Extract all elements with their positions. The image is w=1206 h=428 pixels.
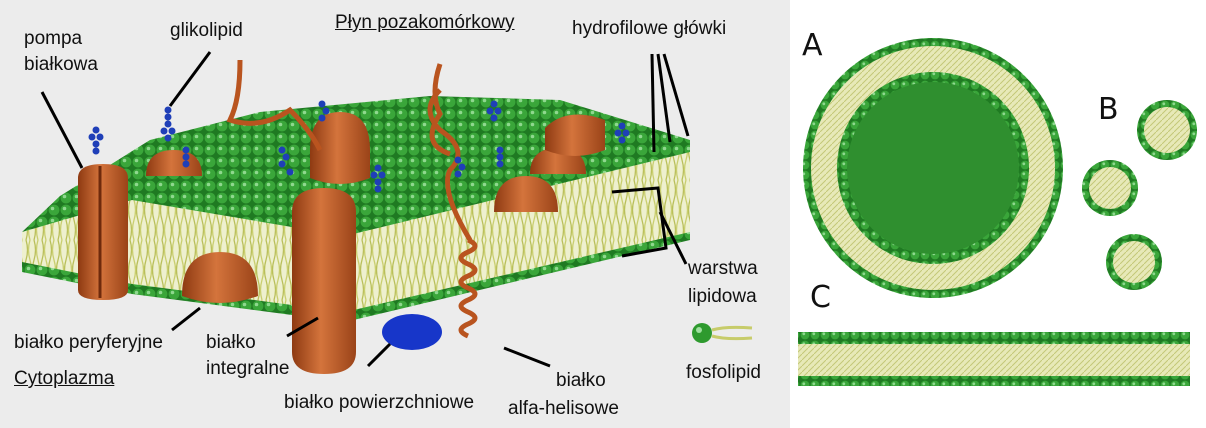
- label-hydrophilic-heads: hydrofilowe główki: [572, 18, 726, 40]
- protein-pump: [78, 164, 128, 300]
- vesicle-illustration: [790, 0, 1206, 428]
- label-pump-2: białkowa: [24, 54, 98, 76]
- micelle-2: [1082, 160, 1138, 216]
- label-surface-protein: białko powierzchniowe: [284, 392, 474, 414]
- label-pump: pompa: [24, 28, 82, 50]
- protein-integral: [292, 188, 356, 374]
- label-alpha-helix-2: alfa-helisowe: [508, 398, 619, 420]
- membrane-illustration: [0, 0, 790, 428]
- label-b: B: [1098, 92, 1119, 127]
- vesicle-a: [803, 38, 1063, 298]
- micelle-1: [1137, 100, 1197, 160]
- bilayer-sheet-c: [798, 332, 1190, 386]
- label-cytoplasm: Cytoplazma: [14, 368, 114, 390]
- label-integral: białko: [206, 332, 256, 354]
- micelle-3: [1106, 234, 1162, 290]
- label-lipid-layer: warstwa: [688, 258, 758, 280]
- label-phospholipid: fosfolipid: [686, 362, 761, 384]
- phospholipid-icon: [692, 323, 752, 343]
- label-glycolipid: glikolipid: [170, 20, 243, 42]
- membrane-diagram-panel: pompa białkowa glikolipid Płyn pozakomór…: [0, 0, 790, 428]
- label-c: C: [810, 280, 831, 315]
- label-peripheral-protein: białko peryferyjne: [14, 332, 163, 354]
- label-alpha-helix: białko: [556, 370, 606, 392]
- label-a: A: [802, 28, 823, 63]
- label-extracellular: Płyn pozakomórkowy: [335, 12, 515, 34]
- vesicle-panel: A B C: [790, 0, 1206, 428]
- label-lipid-layer-2: lipidowa: [688, 286, 757, 308]
- label-integral-2: integralne: [206, 358, 289, 380]
- surface-protein: [382, 314, 442, 350]
